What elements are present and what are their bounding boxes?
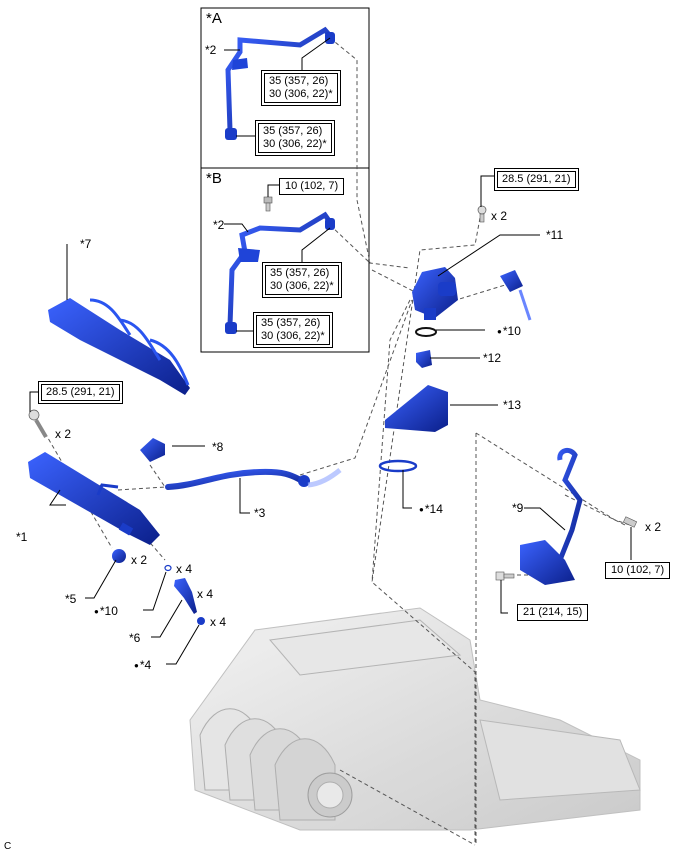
callout-1: *1	[16, 530, 28, 544]
inset-b-frame	[200, 167, 370, 353]
bracket-lower-bolt	[495, 571, 515, 581]
callout-3: *3	[254, 506, 266, 520]
inset-a-label: *A	[206, 10, 222, 27]
callout-10-pump: *10	[497, 324, 521, 339]
qty-injector: x 4	[197, 587, 214, 601]
callout-9: *9	[512, 501, 524, 515]
inset-b-label: *B	[206, 170, 222, 187]
engine-illustration	[189, 607, 641, 831]
pump-connector	[500, 270, 532, 321]
torque-box-b-upper: 35 (357, 26)30 (306, 22)*	[262, 262, 342, 298]
pump-bracket	[385, 385, 448, 432]
torque-value: 28.5 (291, 21)	[502, 173, 571, 185]
pipe-clamp	[140, 438, 165, 462]
torque-box-a-lower: 35 (357, 26)30 (306, 22)*	[255, 120, 335, 156]
torque-value-alt: 30 (306, 22)*	[261, 330, 325, 342]
pump-lifter	[416, 350, 432, 368]
pump-gasket-ring	[378, 459, 418, 473]
torque-value: 35 (357, 26)	[261, 317, 321, 329]
wire-harness	[48, 298, 190, 395]
fuel-main-tube	[165, 468, 342, 490]
fuel-pipe-bracket	[495, 447, 638, 585]
torque-box-b-lower: 35 (357, 26)30 (306, 22)*	[253, 312, 333, 348]
figure-code: C	[4, 841, 12, 852]
torque-value-alt: 30 (306, 22)*	[269, 88, 333, 100]
inset-b-bolt	[263, 196, 273, 212]
callout-10-injector: *10	[94, 604, 118, 619]
callout-7: *7	[80, 237, 92, 251]
qty-seal: x 4	[210, 615, 227, 629]
torque-box-bracket-bolt: 10 (102, 7)	[605, 562, 671, 579]
o-ring-injector	[164, 564, 172, 572]
torque-box-a-upper: 35 (357, 26)30 (306, 22)*	[261, 70, 341, 106]
callout-11: *11	[546, 228, 564, 242]
fuel-pipe-b	[225, 196, 335, 334]
torque-value: 35 (357, 26)	[263, 125, 323, 137]
qty-bracket-bolt: x 2	[645, 520, 662, 534]
torque-value: 35 (357, 26)	[270, 267, 330, 279]
injector	[174, 578, 197, 614]
qty-o-ring: x 4	[176, 562, 193, 576]
torque-value: 35 (357, 26)	[269, 75, 329, 87]
callout-12: *12	[483, 351, 502, 365]
fuel-delivery-pipe	[28, 409, 160, 545]
insulator	[112, 549, 126, 563]
pump-bolt	[477, 205, 487, 223]
callout-5: *5	[65, 592, 77, 606]
callout-13: *13	[503, 398, 522, 412]
callout-14: *14	[419, 502, 443, 517]
leader-lines	[29, 37, 632, 665]
callout-4: *4	[134, 658, 151, 673]
o-ring-pump	[415, 327, 437, 337]
callout-2-b: *2	[213, 218, 225, 232]
fuel-pump	[412, 267, 458, 320]
qty-rail-bolt: x 2	[55, 427, 72, 441]
callout-2-a: *2	[205, 43, 217, 57]
torque-value: 28.5 (291, 21)	[46, 386, 115, 398]
torque-box-rail-bolt: 28.5 (291, 21)	[38, 381, 123, 404]
torque-value-alt: 30 (306, 22)*	[270, 280, 334, 292]
callout-8: *8	[212, 440, 224, 454]
callout-6: *6	[129, 631, 141, 645]
bracket-bolt	[622, 516, 638, 528]
torque-box-b-bolt: 10 (102, 7)	[279, 178, 345, 195]
torque-value-alt: 30 (306, 22)*	[263, 138, 327, 150]
torque-box-bracket-lower-bolt: 21 (214, 15)	[517, 604, 589, 621]
rail-bolt	[28, 409, 48, 439]
qty-insulator: x 2	[131, 553, 148, 567]
torque-box-pump-bolt: 28.5 (291, 21)	[494, 168, 579, 191]
fuel-pipe-a	[225, 26, 335, 140]
qty-pump-bolt: x 2	[491, 209, 508, 223]
injector-seal	[197, 617, 205, 625]
